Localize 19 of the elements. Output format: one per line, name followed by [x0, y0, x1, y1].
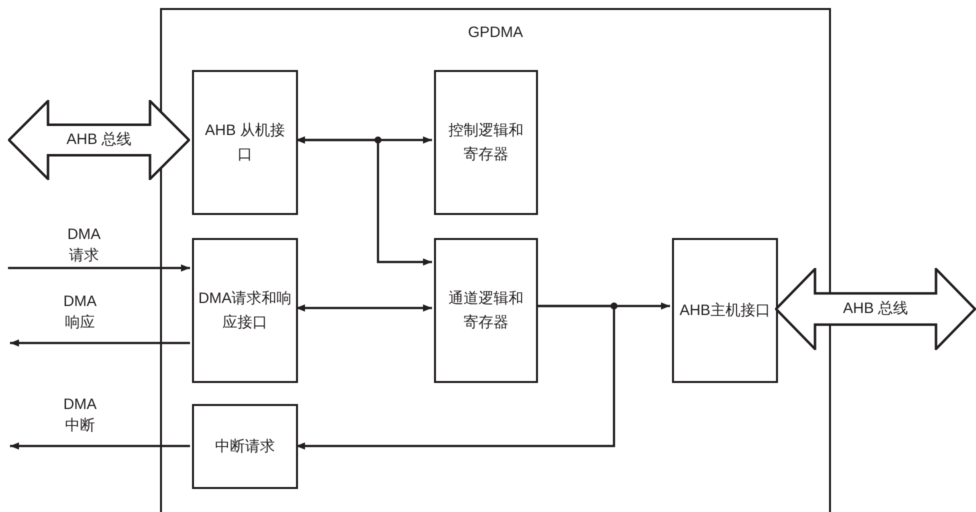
process-box: DMA请求和响应接口	[192, 238, 298, 383]
process-box: 控制逻辑和寄存器	[434, 70, 538, 215]
bus-double-arrow: AHB 总线	[775, 268, 976, 350]
arrow	[296, 304, 616, 450]
arrow	[10, 442, 190, 450]
module-title: GPDMA	[466, 24, 524, 41]
arrow	[296, 304, 432, 312]
process-box: 中断请求	[192, 404, 298, 489]
edge-label: DMA响应	[62, 292, 98, 333]
arrow	[296, 136, 432, 266]
arrow	[10, 339, 190, 347]
arrow	[8, 264, 190, 272]
process-box: AHB 从机接口	[192, 70, 298, 215]
edge-label: DMA中断	[62, 395, 98, 436]
process-box: AHB主机接口	[672, 238, 778, 383]
edge-label: DMA请求	[66, 225, 102, 266]
bus-double-arrow: AHB 总线	[8, 100, 190, 180]
process-box: 通道逻辑和寄存器	[434, 238, 538, 383]
module-frame	[160, 8, 831, 512]
